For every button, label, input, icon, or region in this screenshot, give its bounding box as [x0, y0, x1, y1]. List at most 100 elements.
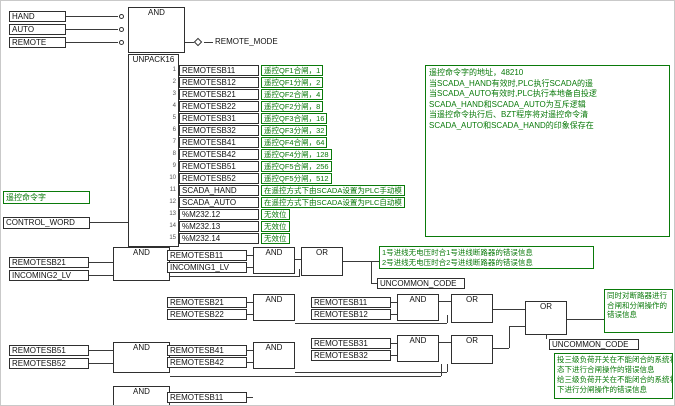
and-gate[interactable]: AND	[253, 247, 295, 274]
wire	[447, 315, 448, 323]
wire	[66, 29, 118, 30]
bit-description: 遥控QF1分闸，2	[261, 77, 324, 88]
variable[interactable]: REMOTESB21	[167, 297, 247, 308]
variable[interactable]: REMOTESB11	[167, 250, 247, 261]
variable[interactable]: REMOTESB41	[167, 345, 247, 356]
bit-description: 遥控QF4分闸，128	[261, 149, 332, 160]
bit-variable[interactable]: REMOTESB31	[179, 113, 259, 124]
bit-variable[interactable]: REMOTESB12	[179, 77, 259, 88]
variable[interactable]: INCOMING1_LV	[167, 262, 247, 273]
and-gate[interactable]: AND	[113, 342, 170, 373]
note-line: 给三级负荷开关在不能闭合的系统状态	[557, 375, 673, 384]
unpack-pin-number: 8	[172, 151, 176, 157]
or-gate-main[interactable]: OR	[525, 301, 567, 335]
uncommon-code-output[interactable]: UNCOMMON_CODE	[549, 339, 639, 350]
variable[interactable]: REMOTESB31	[311, 338, 391, 349]
remote-mode-label: REMOTE_MODE	[215, 37, 278, 46]
wire	[247, 362, 253, 363]
bit-description: 在遥控方式下由SCADA设置为PLC手动模	[261, 185, 405, 196]
wire	[66, 16, 118, 17]
variable[interactable]: REMOTESB12	[311, 309, 391, 320]
bit-variable[interactable]: REMOTESB21	[179, 89, 259, 100]
variable[interactable]: REMOTESB51	[9, 345, 89, 356]
wire	[509, 326, 525, 327]
variable[interactable]: REMOTESB42	[167, 357, 247, 368]
note-simultaneous-error: 同时对断路器进行合闸和分闸操作的错误信息	[604, 289, 673, 333]
input-remote[interactable]: REMOTE	[9, 37, 66, 48]
unpack16-block[interactable]: UNPACK16	[128, 54, 179, 247]
wire	[247, 267, 253, 268]
wire	[89, 350, 113, 351]
bit-variable[interactable]: %M232.14	[179, 233, 259, 244]
or-gate[interactable]: OR	[451, 294, 493, 323]
wire	[247, 397, 253, 398]
bit-variable[interactable]: REMOTESB32	[179, 125, 259, 136]
input-hand[interactable]: HAND	[9, 11, 66, 22]
wire	[391, 355, 397, 356]
wire	[295, 323, 447, 324]
and-gate-main[interactable]: AND	[128, 7, 185, 53]
bit-variable[interactable]: %M232.12	[179, 209, 259, 220]
wire	[391, 343, 397, 344]
bit-description: 无效位	[261, 233, 290, 244]
and-gate[interactable]: AND	[397, 335, 439, 362]
bit-description: 遥控QF5分闸，512	[261, 173, 332, 184]
note-line: 下进行分闸操作的错误信息	[557, 385, 647, 394]
wire	[343, 261, 379, 262]
command-word-label: 遥控命令字	[3, 191, 90, 204]
unpack-pin-number: 2	[172, 79, 176, 85]
variable[interactable]: REMOTESB52	[9, 358, 89, 369]
wire	[371, 261, 372, 283]
and-gate[interactable]: AND	[253, 294, 295, 321]
input-auto[interactable]: AUTO	[9, 24, 66, 35]
variable[interactable]: REMOTESB22	[167, 309, 247, 320]
bit-variable[interactable]: REMOTESB11	[179, 65, 259, 76]
variable[interactable]: REMOTESB11	[167, 392, 247, 403]
bit-description: 无效位	[261, 221, 290, 232]
control-word-variable[interactable]: CONTROL_WORD	[3, 217, 90, 229]
bit-description: 无效位	[261, 209, 290, 220]
uncommon-code-output[interactable]: UNCOMMON_CODE	[377, 278, 465, 289]
bit-variable[interactable]: %M232.13	[179, 221, 259, 232]
and-gate[interactable]: AND	[253, 342, 295, 369]
variable[interactable]: REMOTESB21	[9, 257, 89, 268]
wire	[247, 255, 253, 256]
unpack-pin-number: 5	[172, 115, 176, 121]
wire	[371, 283, 377, 284]
and-gate[interactable]: AND	[113, 247, 170, 281]
wire	[509, 326, 510, 348]
wire	[391, 302, 397, 303]
bit-variable[interactable]: SCADA_HAND	[179, 185, 259, 196]
and-gate[interactable]: AND	[397, 294, 439, 321]
or-gate[interactable]: OR	[451, 335, 493, 364]
variable[interactable]: INCOMING2_LV	[9, 270, 89, 281]
wire	[185, 42, 194, 43]
unpack-pin-number: 15	[169, 235, 176, 241]
wire	[90, 222, 128, 223]
bit-variable[interactable]: REMOTESB42	[179, 149, 259, 160]
wire	[295, 372, 447, 373]
bit-description: 遥控QF4合闸，64	[261, 137, 328, 148]
bit-description: 遥控QF3分闸，32	[261, 125, 328, 136]
bit-variable[interactable]: REMOTESB41	[179, 137, 259, 148]
bit-description: 遥控QF2分闸，8	[261, 101, 324, 112]
bit-description: 遥控QF3合闸，16	[261, 113, 328, 124]
and-gate[interactable]: AND	[113, 386, 170, 405]
variable[interactable]: REMOTESB11	[311, 297, 391, 308]
note-line: 投三级负荷开关在不能闭合的系统状	[557, 355, 673, 364]
bit-variable[interactable]: REMOTESB51	[179, 161, 259, 172]
bit-variable[interactable]: REMOTESB52	[179, 173, 259, 184]
wire	[447, 364, 448, 372]
annotation-line: 当SCADA_HAND有效时,PLC执行SCADA的遥	[429, 78, 594, 88]
bit-description: 遥控QF2合闸，4	[261, 89, 324, 100]
bit-description: 遥控QF5合闸，256	[261, 161, 332, 172]
variable[interactable]: REMOTESB32	[311, 350, 391, 361]
annotation-line: 当遥控命令执行后、BZT程序将对遥控命令清	[429, 110, 589, 119]
or-gate[interactable]: OR	[301, 247, 343, 276]
unpack-pin-number: 7	[172, 139, 176, 145]
wire	[391, 314, 397, 315]
wire	[66, 42, 118, 43]
bit-variable[interactable]: REMOTESB22	[179, 101, 259, 112]
bit-variable[interactable]: SCADA_AUTO	[179, 197, 259, 208]
annotation-line: SCADA_AUTO和SCADA_HAND的印象保存在	[429, 120, 594, 130]
